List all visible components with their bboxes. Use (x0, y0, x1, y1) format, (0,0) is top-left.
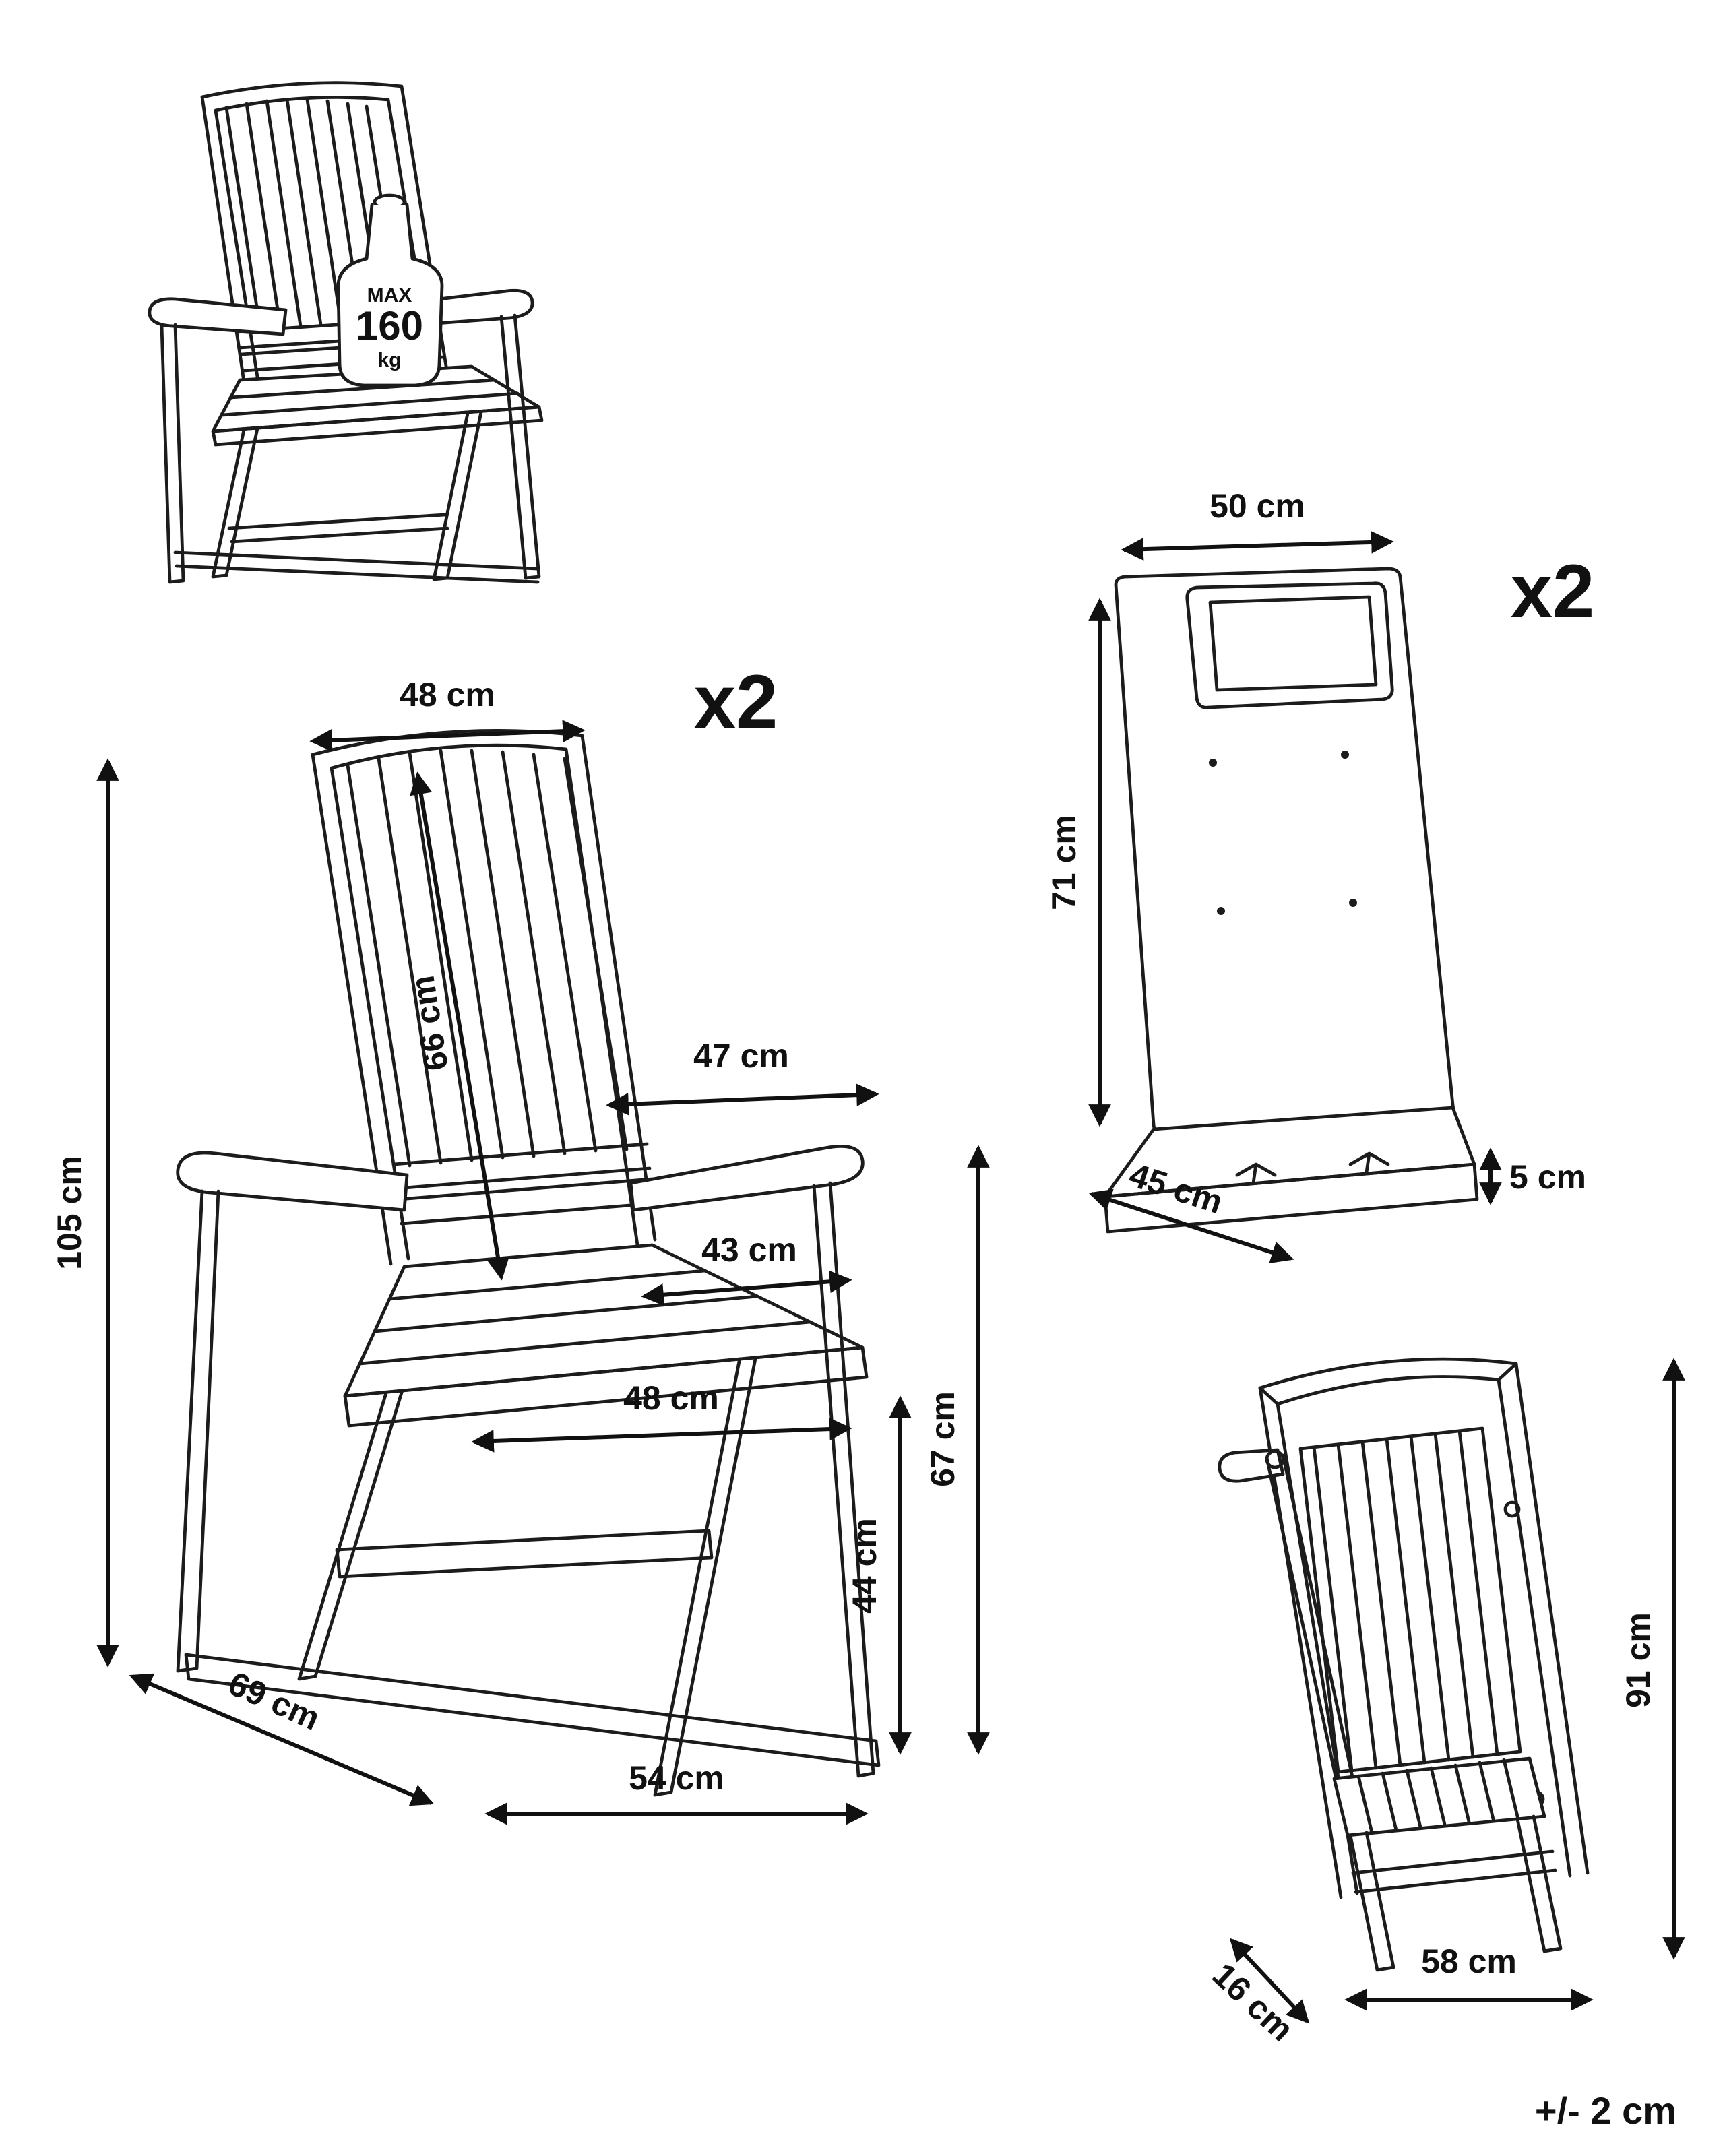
dim-folded-width: 58 cm (1344, 1942, 1594, 2011)
dim-armrest-height: 67 cm (924, 1145, 990, 1755)
dim-seat-width: 48 cm (471, 1379, 852, 1453)
dim-total-height: 105 cm (51, 758, 119, 1668)
weight-limit-marker: MAX 160 kg (336, 193, 444, 387)
dim-cushion-thickness-label: 5 cm (1509, 1158, 1586, 1196)
dim-total-depth-label: 69 cm (223, 1664, 325, 1738)
weight-limit-max-label: MAX (367, 284, 412, 307)
dim-seat-depth-label: 43 cm (701, 1231, 797, 1269)
folded-chair-drawing (1218, 1357, 1590, 1972)
chair-rear-stretcher (335, 1529, 714, 1579)
chair-front-stretcher (184, 1653, 881, 1767)
weight-limit-chair-drawing: MAX 160 kg (148, 81, 544, 584)
dim-seat-depth: 43 cm (641, 1231, 852, 1306)
vase-body (336, 203, 444, 387)
dim-total-depth: 69 cm (129, 1664, 435, 1806)
dim-armrest-height-label: 67 cm (924, 1391, 962, 1487)
cushion-head-pillow (1185, 581, 1394, 709)
dim-folded-depth: 16 cm (1205, 1938, 1310, 2049)
cushion-drawing (1103, 567, 1479, 1234)
dim-backrest-height-label: 66 cm (403, 973, 455, 1073)
dim-front-width: 54 cm (484, 1759, 869, 1825)
folded-chair-slat-panel (1298, 1426, 1522, 1774)
dim-cushion-width: 50 cm (1121, 487, 1394, 561)
cushion-back-tufts (1209, 751, 1357, 915)
cushion-quantity: x2 (1511, 549, 1595, 633)
folded-chair-slats (1312, 1429, 1499, 1773)
dim-folded-height: 91 cm (1619, 1358, 1685, 1960)
chair-cross-rails (391, 1142, 657, 1226)
folded-chair-top-rail (1258, 1357, 1518, 1406)
small-chair-front-legs (160, 313, 541, 584)
weight-limit-unit: kg (377, 349, 401, 371)
dim-back-width-label: 48 cm (400, 676, 495, 714)
chair-front-legs (176, 1181, 875, 1778)
dim-cushion-back-height-label: 71 cm (1045, 815, 1083, 910)
dim-armrest-depth: 47 cm (606, 1037, 879, 1116)
chair-backrest-slats (346, 749, 629, 1168)
dim-seat-height-label: 44 cm (846, 1518, 883, 1614)
dim-cushion-back-height: 71 cm (1045, 598, 1111, 1127)
small-chair-backrest-frame (200, 81, 449, 393)
dim-seat-width-label: 48 cm (623, 1379, 719, 1417)
dim-back-width: 48 cm (309, 676, 586, 752)
dim-front-width-label: 54 cm (629, 1759, 724, 1797)
chair-quantity: x2 (694, 660, 778, 744)
dim-folded-height-label: 91 cm (1619, 1612, 1657, 1708)
folded-chair-side-rails (1258, 1362, 1590, 1899)
dim-cushion-thickness: 5 cm (1479, 1147, 1586, 1205)
weight-limit-value: 160 (356, 303, 423, 348)
dim-folded-width-label: 58 cm (1421, 1942, 1517, 1980)
dim-seat-height: 44 cm (846, 1395, 912, 1755)
dim-armrest-depth-label: 47 cm (693, 1037, 789, 1075)
cushion-seat-creases (1235, 1151, 1390, 1185)
folded-chair-legs (1348, 1814, 1563, 1972)
small-chair-backrest-slats (224, 98, 402, 331)
dim-folded-depth-label: 16 cm (1205, 1956, 1301, 2049)
dim-cushion-width-label: 50 cm (1210, 487, 1305, 525)
folded-armrest-bar (1218, 1448, 1285, 1483)
tolerance-note: +/- 2 cm (1535, 2089, 1676, 2132)
dim-total-height-label: 105 cm (51, 1155, 88, 1270)
